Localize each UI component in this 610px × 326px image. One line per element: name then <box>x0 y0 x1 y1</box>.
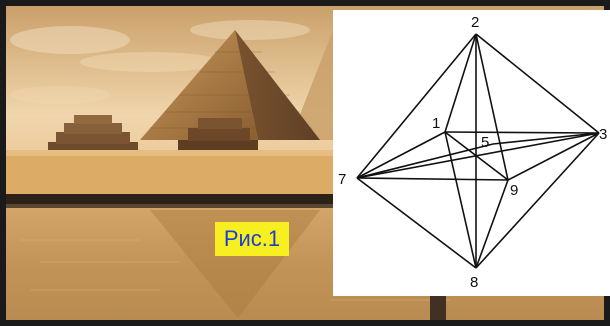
water-ripples <box>20 239 450 301</box>
edge-2-3 <box>475 33 600 134</box>
pyramid-far <box>290 30 333 140</box>
edge-3-8 <box>475 132 600 269</box>
vertex-label-3: 3 <box>599 126 607 143</box>
edge-7-9 <box>356 177 509 181</box>
edge-7-5 <box>356 143 494 179</box>
vertex-label-9: 9 <box>510 182 518 199</box>
edge-1-3 <box>444 131 600 134</box>
edge-2-9 <box>475 33 509 181</box>
edge-2-1 <box>444 33 477 133</box>
vertex-label-5: 5 <box>481 134 489 151</box>
vertex-label-8: 8 <box>470 274 478 291</box>
diagram-edges <box>356 33 600 269</box>
edge-9-8 <box>475 179 509 269</box>
edge-5-3 <box>492 132 600 145</box>
edge-7-8 <box>356 177 477 269</box>
vertex-label-2: 2 <box>471 14 479 31</box>
octahedron-diagram: 2 1 5 3 7 9 8 <box>333 10 610 296</box>
diagram-labels: 2 1 5 3 7 9 8 <box>338 14 607 291</box>
vertex-label-7: 7 <box>338 171 346 188</box>
post-silhouette <box>430 296 446 320</box>
figure-caption: Рис.1 <box>215 222 289 256</box>
edge-2-7 <box>356 33 477 179</box>
edge-7-3 <box>356 132 600 179</box>
edge-1-7 <box>356 131 446 179</box>
pyramid-main <box>140 30 320 140</box>
vertex-label-1: 1 <box>432 115 440 132</box>
edge-9-3 <box>507 132 600 181</box>
clouds <box>10 20 310 104</box>
desert-sand <box>6 150 333 195</box>
